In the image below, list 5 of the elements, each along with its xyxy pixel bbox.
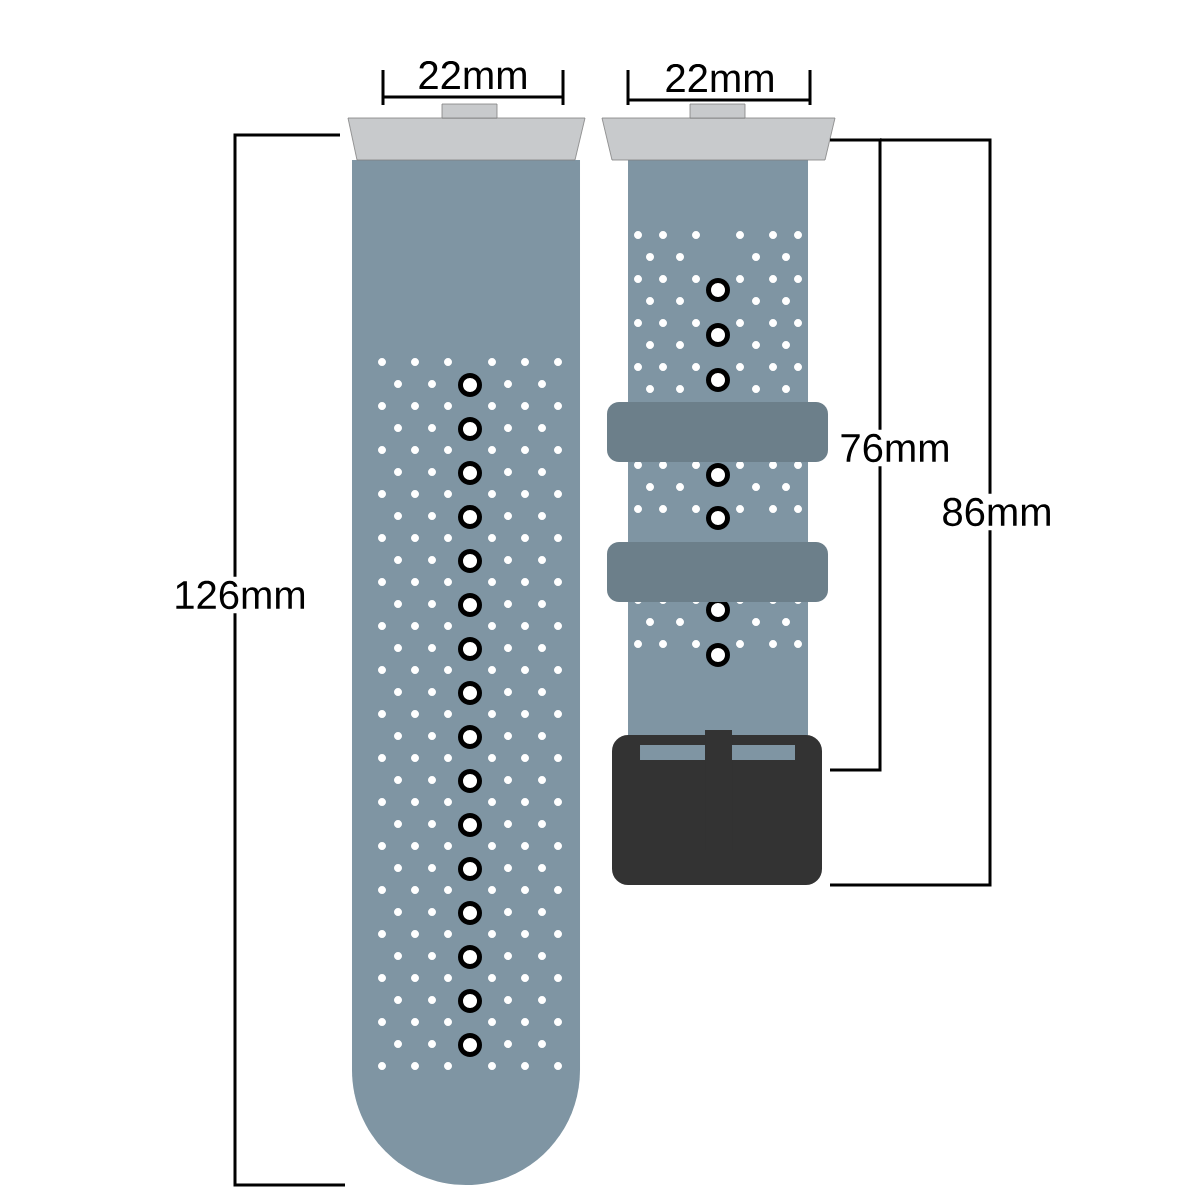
dimension-label: 76mm — [835, 429, 955, 467]
dimension-label: 22mm — [660, 60, 780, 96]
dimension-label: 126mm — [169, 576, 311, 614]
dimension-label: 22mm — [413, 57, 533, 93]
dimension-label: 86mm — [937, 493, 1057, 531]
